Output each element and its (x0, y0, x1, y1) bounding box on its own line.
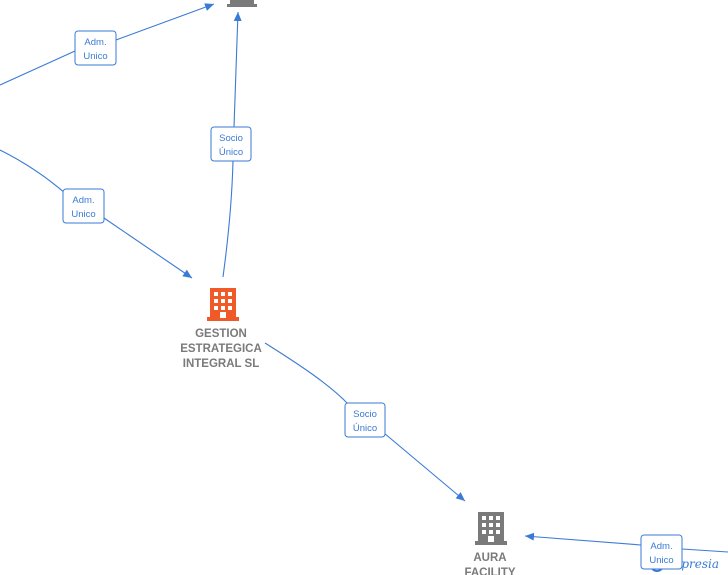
edge-label-line: Unico (71, 209, 95, 220)
node-label-line: FACILITY (464, 567, 515, 575)
edge-right-to-aura (525, 536, 728, 553)
edge-label-line: Único (353, 423, 377, 434)
building-icon (475, 512, 507, 545)
edge-label-line: Adm. (72, 195, 94, 206)
edge-label-left-lower[interactable]: Adm. Unico (62, 188, 105, 224)
edge-left-upper-to-top (0, 4, 214, 86)
edge-label-line: Unico (649, 555, 673, 566)
node-aura-label: AURA FACILITY (464, 552, 515, 575)
node-aura[interactable]: AURA FACILITY (464, 512, 516, 575)
building-icon (227, 0, 257, 7)
edge-label-main-to-top[interactable]: Socio Único (210, 126, 252, 162)
node-top[interactable] (227, 0, 257, 7)
edge-label-line: Unico (83, 51, 107, 62)
edge-label-line: Adm. (84, 37, 106, 48)
node-label-line: GESTION (195, 328, 247, 340)
edge-label-line: Único (219, 147, 243, 158)
edge-main-to-aura (264, 342, 465, 501)
edge-left-lower-to-main (0, 149, 192, 278)
edge-label-line: Adm. (650, 541, 672, 552)
edge-label-left-upper[interactable]: Adm. Unico (74, 30, 117, 66)
edge-label-right-to-aura[interactable]: Adm. Unico (640, 534, 683, 570)
node-main-label: GESTION ESTRATEGICA INTEGRAL SL (180, 328, 262, 370)
building-icon (207, 288, 239, 321)
edge-label-main-to-aura[interactable]: Socio Único (344, 402, 386, 438)
node-label-line: AURA (473, 552, 506, 564)
node-label-line: ESTRATEGICA (180, 343, 262, 355)
edge-main-to-top (222, 12, 238, 278)
edge-label-line: Socio (219, 133, 243, 144)
edge-label-line: Socio (353, 409, 377, 420)
node-main[interactable]: GESTION ESTRATEGICA INTEGRAL SL (180, 288, 262, 370)
node-label-line: INTEGRAL SL (183, 358, 259, 370)
